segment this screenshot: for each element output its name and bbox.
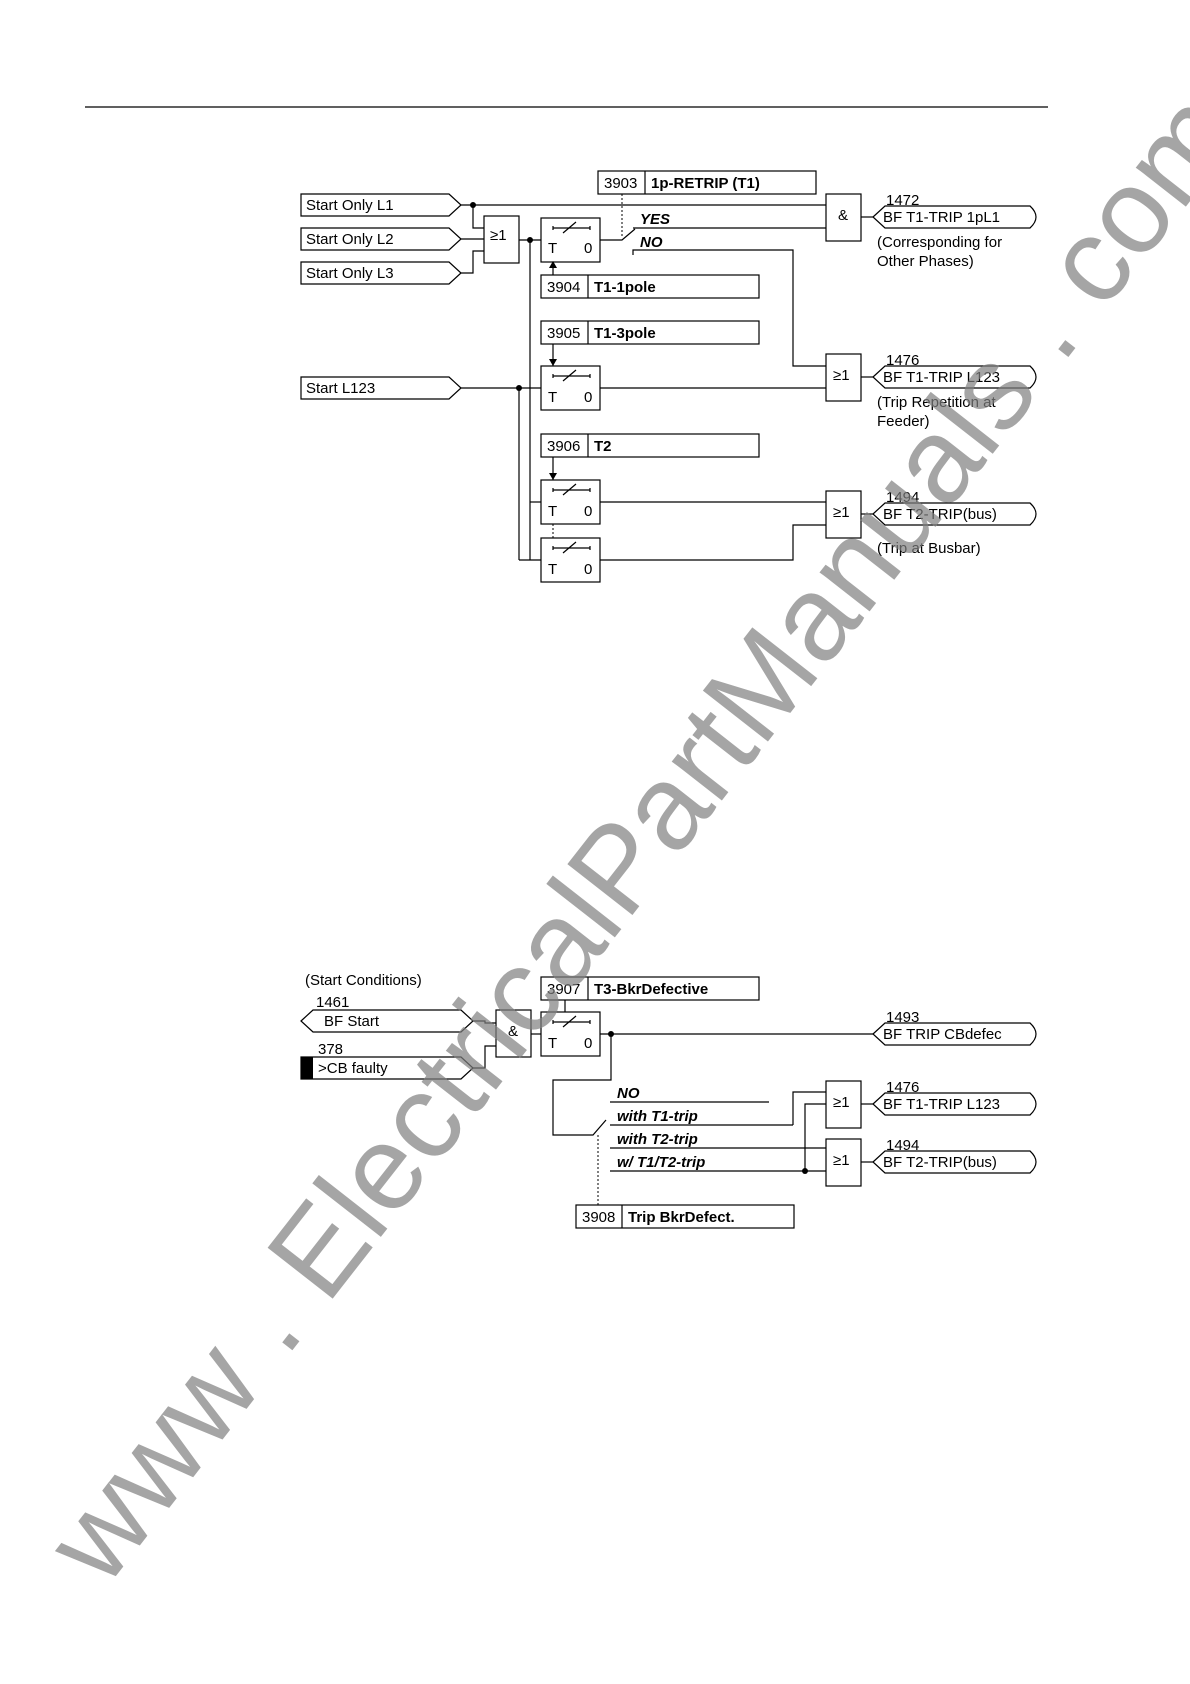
and-gate-1472: & (825, 193, 862, 242)
or-gate-1494-lower: ≥1 (825, 1138, 862, 1187)
input-start-only-l3: Start Only L3 (300, 261, 462, 285)
timer-t3: T 0 (540, 1011, 601, 1057)
timer-t: T (548, 1035, 557, 1052)
output-label: BF T2-TRIP(bus) (883, 1154, 997, 1171)
output-note: (Trip at Busbar) (877, 540, 981, 557)
switch-option-with-t2: with T2-trip (617, 1131, 698, 1148)
output-note: Other Phases) (877, 253, 974, 270)
gate-symbol: ≥1 (833, 1152, 850, 1169)
output-number: 1493 (886, 1009, 919, 1026)
gate-symbol: ≥1 (833, 504, 850, 521)
gate-symbol: ≥1 (490, 227, 507, 244)
timer-t: T (548, 389, 557, 406)
gate-symbol: & (508, 1023, 518, 1040)
param-number: 3905 (547, 325, 580, 342)
or-gate-1476: ≥1 (825, 353, 862, 402)
or-gate-phases: ≥1 (483, 215, 520, 264)
timer-t1-1pole: T 0 (540, 217, 601, 263)
or-gate-1476-lower: ≥1 (825, 1080, 862, 1129)
output-number: 1494 (886, 489, 919, 506)
input-cb-faulty: 378 >CB faulty (300, 1041, 474, 1080)
timer-t: T (548, 503, 557, 520)
param-3903: 3903 1p-RETRIP (T1) (597, 170, 817, 195)
param-3908: 3908 Trip BkrDefect. (575, 1204, 795, 1229)
input-label: BF Start (324, 1013, 380, 1030)
output-number: 1476 (886, 352, 919, 369)
input-label: Start Only L1 (306, 197, 394, 214)
output-label: BF TRIP CBdefec (883, 1026, 1002, 1043)
output-1472: 1472 BF T1-TRIP 1pL1 (Corresponding for … (872, 192, 1037, 270)
timer-t: T (548, 240, 557, 257)
input-label: Start Only L2 (306, 231, 394, 248)
input-label: Start L123 (306, 380, 375, 397)
gate-symbol: ≥1 (833, 1094, 850, 1111)
switch-option-with-t1: with T1-trip (617, 1108, 698, 1125)
param-name: 1p-RETRIP (T1) (651, 175, 760, 192)
output-label: BF T1-TRIP L123 (883, 1096, 1000, 1113)
output-1476-lower: 1476 BF T1-TRIP L123 (872, 1079, 1037, 1116)
output-note: (Corresponding for (877, 234, 1002, 251)
timer-t: T (548, 561, 557, 578)
input-start-only-l2: Start Only L2 (300, 227, 462, 251)
timer-zero: 0 (584, 1035, 592, 1052)
output-1494-upper: 1494 BF T2-TRIP(bus) (Trip at Busbar) (872, 489, 1037, 557)
output-number: 1494 (886, 1137, 919, 1154)
output-note: Feeder) (877, 413, 930, 430)
output-number: 1472 (886, 192, 919, 209)
input-label: >CB faulty (318, 1060, 388, 1077)
output-1494-lower: 1494 BF T2-TRIP(bus) (872, 1137, 1037, 1174)
output-label: BF T1-TRIP 1pL1 (883, 209, 1000, 226)
param-number: 3907 (547, 981, 580, 998)
watermark: www . ElectricalPartManuals . com (19, 68, 1190, 1607)
param-name: Trip BkrDefect. (628, 1209, 735, 1226)
param-3905: 3905 T1-3pole (540, 320, 760, 345)
input-start-l123: Start L123 (300, 376, 462, 400)
input-bf-start: 1461 BF Start (300, 994, 474, 1033)
param-name: T3-BkrDefective (594, 981, 708, 998)
or-gate-1494: ≥1 (825, 490, 862, 539)
switch-option-with-t1t2: w/ T1/T2-trip (617, 1154, 705, 1171)
param-3904: 3904 T1-1pole (540, 274, 760, 299)
input-label: Start Only L3 (306, 265, 394, 282)
switch-option-yes: YES (640, 211, 670, 228)
output-label: BF T2-TRIP(bus) (883, 506, 997, 523)
param-name: T1-3pole (594, 325, 656, 342)
input-start-only-l1: Start Only L1 (300, 193, 462, 217)
upper-diagram: Start Only L1 Start Only L2 Start Only L… (300, 170, 1037, 583)
param-number: 3903 (604, 175, 637, 192)
output-number: 1476 (886, 1079, 919, 1096)
lower-diagram: (Start Conditions) 1461 BF Start 378 >CB… (300, 972, 1037, 1229)
timer-zero: 0 (584, 503, 592, 520)
output-1493: 1493 BF TRIP CBdefec (872, 1009, 1037, 1046)
gate-symbol: & (838, 207, 848, 224)
input-number: 378 (318, 1041, 343, 1058)
timer-t2-a: T 0 (540, 479, 601, 525)
timer-zero: 0 (584, 240, 592, 257)
output-note: (Trip Repetition at (877, 394, 996, 411)
gate-symbol: ≥1 (833, 367, 850, 384)
output-label: BF T1-TRIP L123 (883, 369, 1000, 386)
timer-t2-b: T 0 (540, 537, 601, 583)
timer-zero: 0 (584, 561, 592, 578)
timer-t1-3pole: T 0 (540, 365, 601, 411)
param-number: 3906 (547, 438, 580, 455)
param-number: 3908 (582, 1209, 615, 1226)
switch-option-no: NO (617, 1085, 640, 1102)
timer-zero: 0 (584, 389, 592, 406)
param-3907: 3907 T3-BkrDefective (540, 976, 760, 1001)
param-name: T1-1pole (594, 279, 656, 296)
input-number: 1461 (316, 994, 349, 1011)
param-3906: 3906 T2 (540, 433, 760, 458)
param-number: 3904 (547, 279, 580, 296)
start-conditions-label: (Start Conditions) (305, 972, 422, 989)
and-gate-lower: & (495, 1009, 532, 1058)
output-1476-upper: 1476 BF T1-TRIP L123 (Trip Repetition at… (872, 352, 1037, 430)
param-name: T2 (594, 438, 612, 455)
switch-option-no: NO (640, 234, 663, 251)
